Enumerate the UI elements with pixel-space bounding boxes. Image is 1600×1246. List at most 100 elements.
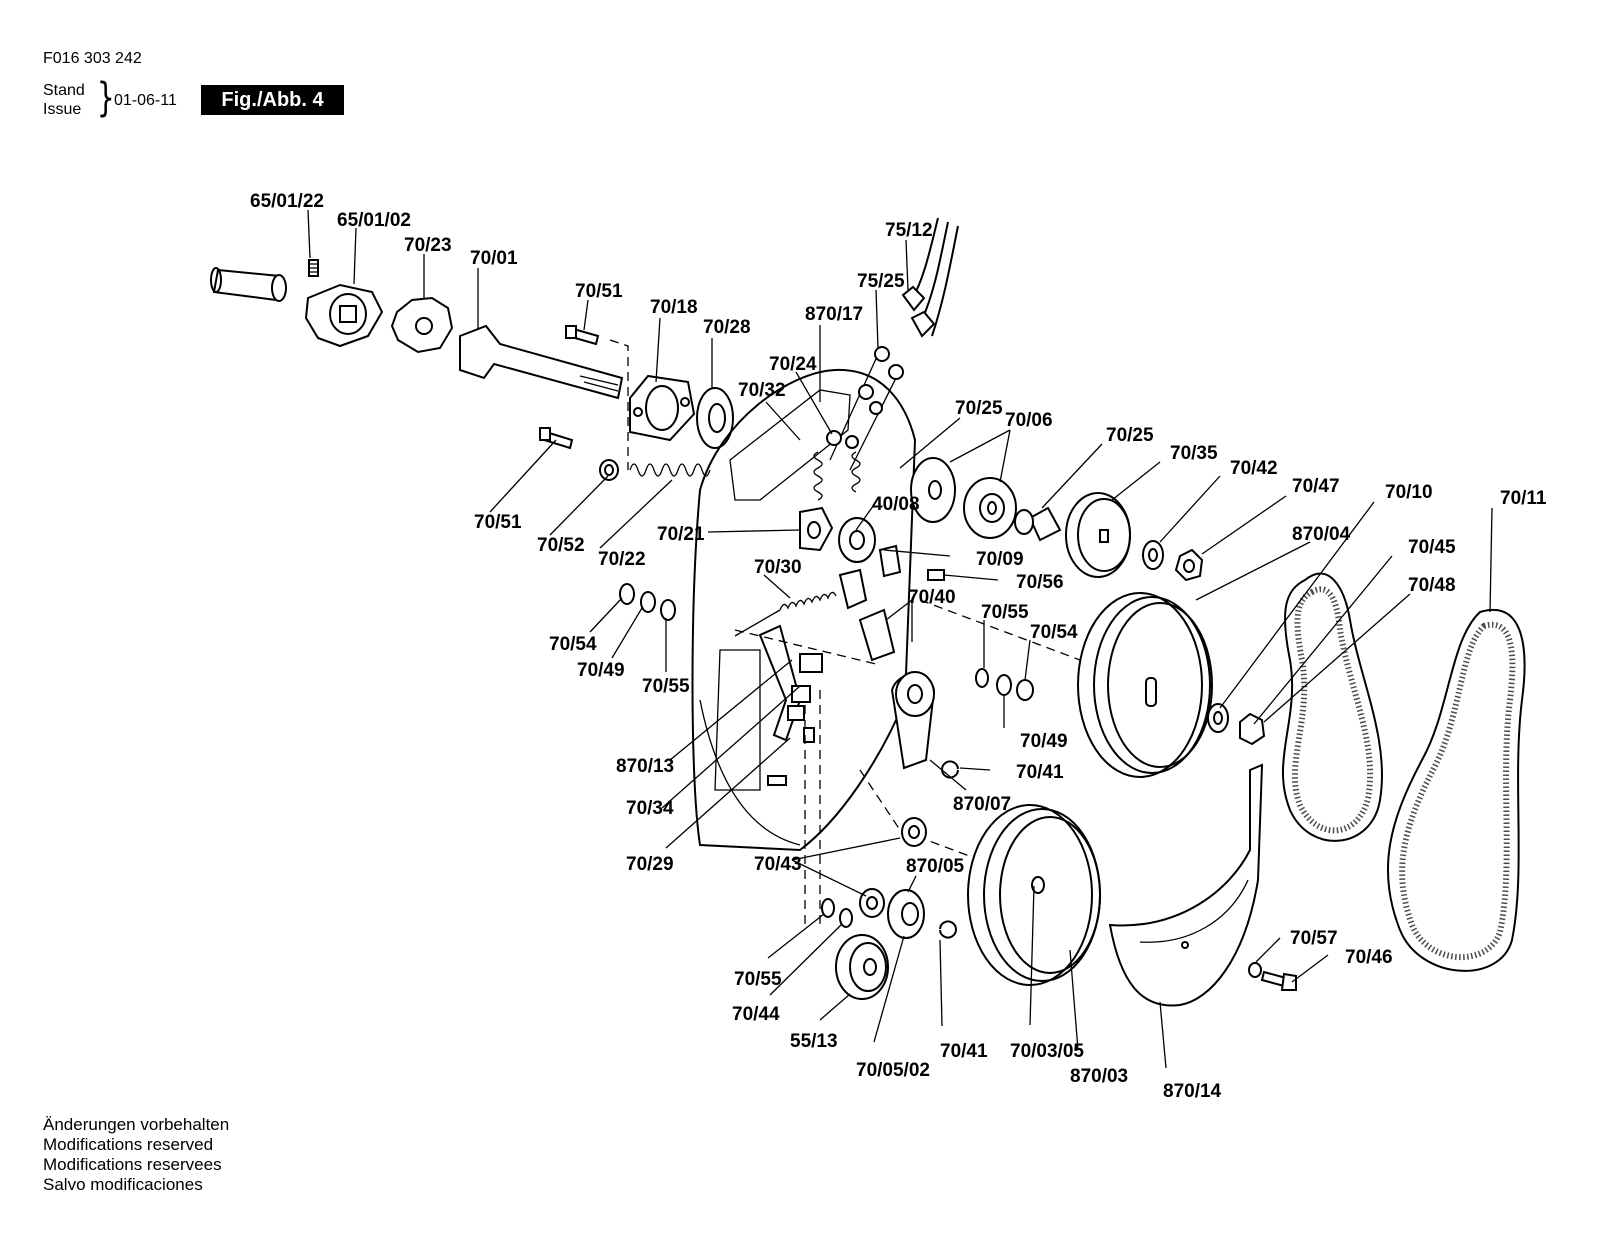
set-screw-part — [308, 259, 319, 277]
label-70-23: 70/23 — [404, 235, 452, 256]
label-870-17: 870/17 — [805, 304, 863, 325]
label-70-11: 70/11 — [1500, 488, 1547, 509]
label-70-55-right: 70/55 — [981, 602, 1029, 623]
issue-label: Issue — [43, 101, 82, 118]
label-70-03-05: 70/03/05 — [1010, 1041, 1084, 1062]
label-70-57: 70/57 — [1290, 928, 1338, 949]
gear-small-part — [887, 889, 925, 939]
gear-large-part — [835, 934, 889, 1000]
hex-nut-part — [1174, 548, 1204, 582]
notice-french: Modifications reservees — [43, 1155, 222, 1174]
label-70-24: 70/24 — [769, 354, 817, 375]
notice-german: Änderungen vorbehalten — [43, 1115, 230, 1134]
small-bolt-part — [767, 569, 945, 786]
assembly-line — [609, 339, 629, 470]
label-40-08: 40/08 — [872, 494, 920, 515]
bowden-cables-part — [829, 217, 959, 471]
label-870-07: 870/07 — [953, 794, 1011, 815]
guard-bolt-part — [1248, 962, 1297, 991]
assembly-line — [919, 599, 1081, 661]
label-870-03: 870/03 — [1070, 1066, 1128, 1087]
label-70-21: 70/21 — [657, 524, 705, 545]
tension-spring-upper — [813, 451, 861, 501]
label-70-01: 70/01 — [470, 248, 518, 269]
belt-guard-part — [1108, 763, 1264, 1007]
label-70-30: 70/30 — [754, 557, 802, 578]
label-70-40: 70/40 — [908, 587, 956, 608]
label-70-42: 70/42 — [1230, 458, 1278, 479]
rubber-spider-part — [390, 296, 454, 354]
label-70-55-bottom: 70/55 — [734, 969, 782, 990]
label-870-14: 870/14 — [1163, 1081, 1222, 1102]
label-70-06: 70/06 — [1005, 410, 1053, 431]
label-65-01-22: 65/01/22 — [250, 191, 324, 212]
label-70-05-02: 70/05/02 — [856, 1060, 930, 1081]
label-70-48: 70/48 — [1408, 575, 1456, 596]
label-70-34: 70/34 — [626, 798, 674, 819]
label-70-35: 70/35 — [1170, 443, 1218, 464]
brace-glyph: } — [96, 75, 115, 121]
washer-part — [1207, 703, 1229, 733]
bolt-bottom-part — [539, 427, 574, 450]
label-70-56: 70/56 — [1016, 572, 1064, 593]
nut-part — [599, 459, 619, 481]
assembly-line — [859, 769, 981, 861]
drive-shaft-part — [459, 324, 624, 400]
small-nuts-cluster — [826, 346, 904, 449]
label-70-29: 70/29 — [626, 854, 674, 875]
label-75-12: 75/12 — [885, 220, 933, 241]
spacer-sleeve-part — [1014, 506, 1062, 542]
label-70-54-right: 70/54 — [1030, 622, 1078, 643]
label-70-25-b: 70/25 — [1106, 425, 1154, 446]
label-70-41-b: 70/41 — [940, 1041, 988, 1062]
stand-issue-label: Stand Issue — [43, 81, 85, 119]
label-70-18: 70/18 — [650, 297, 698, 318]
large-pulley-part — [1077, 592, 1213, 778]
label-870-05: 870/05 — [906, 856, 965, 877]
coupling-hub-part — [304, 283, 384, 348]
figure-label: Fig./Abb. 4 — [201, 85, 344, 115]
label-70-10: 70/10 — [1385, 482, 1433, 503]
ball-bearing-part — [696, 387, 734, 449]
tensioner-pulley-part — [890, 671, 936, 770]
shaft-tube-part — [210, 267, 287, 302]
issue-date: 01-06-11 — [114, 92, 177, 109]
label-70-54-left: 70/54 — [549, 634, 597, 655]
notice-spanish: Salvo modificaciones — [43, 1175, 203, 1194]
stand-label: Stand — [43, 82, 85, 99]
assembly-line — [734, 629, 881, 666]
circlip-part — [939, 760, 959, 939]
grooved-pulley-part — [1065, 492, 1131, 578]
idler-pulley-part — [838, 517, 876, 563]
drive-belt-small — [1282, 572, 1384, 842]
label-870-04: 870/04 — [1292, 524, 1351, 545]
label-70-25-a: 70/25 — [955, 398, 1003, 419]
label-70-44: 70/44 — [732, 1004, 780, 1025]
label-70-28: 70/28 — [703, 317, 751, 338]
washer-stack-left — [619, 583, 676, 621]
pulley-disc-part — [910, 457, 956, 523]
label-870-13: 870/13 — [616, 756, 674, 777]
pulley-disc-part — [963, 477, 1017, 539]
label-70-46: 70/46 — [1345, 947, 1393, 968]
washer-part — [1142, 540, 1164, 570]
label-70-49-right: 70/49 — [1020, 731, 1068, 752]
modifications-notice: Änderungen vorbehalten Modifications res… — [43, 1115, 229, 1195]
bracket-lever-part — [799, 506, 834, 552]
notice-english: Modifications reserved — [43, 1135, 214, 1154]
washer-stack-right — [975, 668, 1034, 701]
label-70-09: 70/09 — [976, 549, 1024, 570]
label-70-43: 70/43 — [754, 854, 802, 875]
label-70-51-bottom: 70/51 — [474, 512, 522, 533]
label-65-01-02: 65/01/02 — [337, 210, 411, 231]
bearing-flange-part — [629, 374, 696, 442]
part-labels: 65/01/22 65/01/02 70/23 70/01 70/51 70/1… — [250, 191, 1547, 1102]
lever-plate-part — [758, 624, 823, 742]
tension-spring-lower — [734, 591, 837, 637]
label-55-13: 55/13 — [790, 1031, 838, 1052]
drive-belt-large — [1386, 609, 1526, 972]
label-70-41-a: 70/41 — [1016, 762, 1064, 783]
label-70-47: 70/47 — [1292, 476, 1340, 497]
label-70-49-left: 70/49 — [577, 660, 625, 681]
